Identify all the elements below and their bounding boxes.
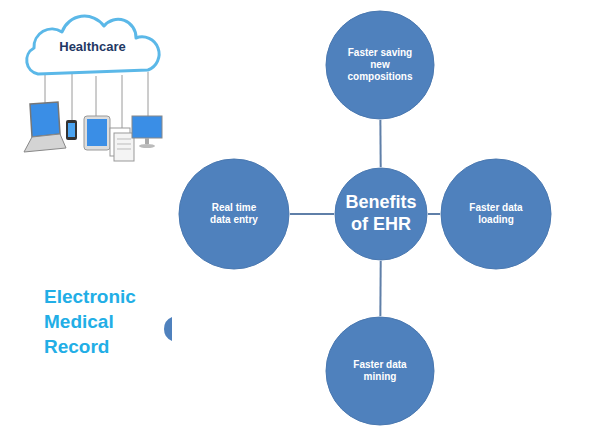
connector-line <box>379 261 381 316</box>
hanging-string <box>148 72 149 116</box>
laptop-keyboard <box>24 134 66 152</box>
partial-circle <box>164 317 172 341</box>
hanging-string <box>72 74 73 120</box>
node-text-group: Faster data mining <box>349 359 411 383</box>
center-circle: Benefits of EHR <box>334 167 428 261</box>
circle-outline <box>179 159 289 269</box>
hanging-string <box>45 73 46 103</box>
circle-outline <box>326 317 434 425</box>
cloud-node: Healthcare <box>25 15 160 77</box>
node-text-group: Real time data entry <box>203 202 265 226</box>
tablet-screen <box>87 119 107 146</box>
node-text-group: Healthcare <box>38 39 148 55</box>
benefit-circle: Real time data entry <box>178 158 290 270</box>
cloud-outline <box>27 16 159 74</box>
title-label: Electronic Medical Record <box>44 284 164 359</box>
monitor-icon <box>132 116 162 148</box>
tablet-icon <box>84 116 110 150</box>
node-label: Faster data mining <box>349 359 411 383</box>
benefit-circle: Faster data loading <box>440 158 552 270</box>
tablet-body <box>84 116 110 150</box>
node-label: Benefits of EHR <box>339 192 423 235</box>
node-label: Real time data entry <box>203 202 265 226</box>
circle-outline <box>326 11 434 119</box>
monitor-base <box>139 144 155 148</box>
phone-body <box>66 120 77 140</box>
node-label: Faster data loading <box>465 202 527 226</box>
node-label: Faster saving new compositions <box>344 47 416 83</box>
document-line <box>117 149 131 150</box>
circle-outline <box>335 168 427 260</box>
connector-line <box>428 213 440 215</box>
benefit-circle: Faster data mining <box>325 316 435 426</box>
document-icon <box>110 128 134 161</box>
document-line <box>117 144 131 145</box>
document-sheet <box>114 133 134 161</box>
benefit-circle: Faster saving new compositions <box>325 10 435 120</box>
monitor-stand <box>145 138 149 144</box>
node-text-group: Faster saving new compositions <box>344 47 416 83</box>
phone-screen <box>68 123 75 137</box>
hanging-string <box>122 75 123 128</box>
node-label: Healthcare <box>38 39 148 55</box>
connector-line <box>379 120 381 167</box>
laptop-icon <box>24 102 66 152</box>
hanging-string <box>96 76 97 116</box>
node-text-group: Faster data loading <box>465 202 527 226</box>
laptop-screen <box>30 102 60 137</box>
phone-icon <box>66 120 77 140</box>
circle-outline <box>441 159 551 269</box>
node-text-group: Benefits of EHR <box>339 192 423 235</box>
monitor-screen <box>132 116 162 138</box>
document-line <box>117 139 131 140</box>
connector-line <box>290 213 334 215</box>
